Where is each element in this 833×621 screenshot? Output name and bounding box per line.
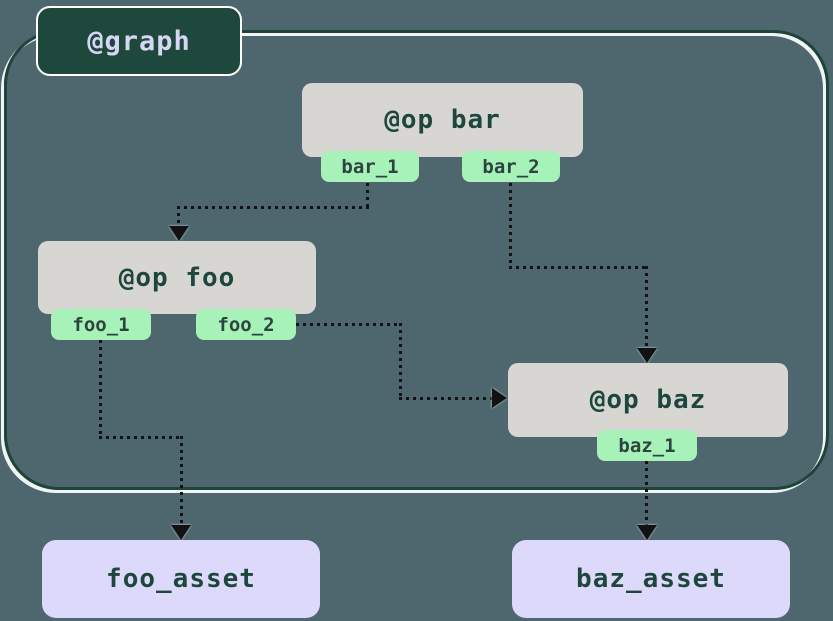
op-title-bar: @op bar bbox=[384, 105, 501, 135]
output-tag-foo-2[interactable]: foo_2 bbox=[196, 309, 296, 340]
output-tag-bar-2[interactable]: bar_2 bbox=[462, 151, 560, 182]
edge-foo1-fooasset-seg1 bbox=[99, 340, 102, 439]
edge-bar1-foo-seg3 bbox=[177, 206, 180, 228]
edge-foo2-baz-seg2 bbox=[399, 323, 402, 400]
graph-label[interactable]: @graph bbox=[36, 6, 242, 76]
edge-bar1-foo-seg1 bbox=[366, 183, 369, 209]
edge-foo1-fooasset-seg3 bbox=[180, 436, 183, 526]
edge-foo2-baz-seg3 bbox=[399, 397, 493, 400]
arrowhead-baz1-bazasset bbox=[637, 525, 657, 540]
op-node-foo[interactable]: @op foo bbox=[38, 241, 316, 314]
edge-foo1-fooasset-seg2 bbox=[99, 436, 183, 439]
op-title-foo: @op foo bbox=[118, 262, 236, 293]
asset-node-foo-asset[interactable]: foo_asset bbox=[42, 540, 320, 618]
output-tag-bar-1[interactable]: bar_1 bbox=[321, 151, 419, 182]
edge-bar2-baz-seg2 bbox=[509, 266, 648, 269]
asset-node-baz-asset[interactable]: baz_asset bbox=[512, 540, 790, 618]
op-node-baz[interactable]: @op baz bbox=[508, 363, 788, 437]
arrowhead-bar2-baz bbox=[637, 348, 657, 363]
output-tag-baz-1[interactable]: baz_1 bbox=[597, 430, 697, 461]
op-node-bar[interactable]: @op bar bbox=[302, 83, 583, 157]
arrowhead-bar1-foo bbox=[169, 226, 189, 241]
edge-foo2-baz-seg1 bbox=[296, 323, 402, 326]
edge-baz1-bazasset-seg1 bbox=[645, 461, 648, 526]
edge-bar2-baz-seg1 bbox=[509, 183, 512, 269]
arrowhead-foo2-baz bbox=[492, 388, 507, 408]
op-title-baz: @op baz bbox=[589, 385, 707, 415]
output-tag-foo-1[interactable]: foo_1 bbox=[51, 309, 151, 340]
graph-boundary bbox=[4, 30, 829, 490]
edge-bar1-foo-seg2 bbox=[177, 206, 369, 209]
edge-bar2-baz-seg3 bbox=[645, 266, 648, 350]
arrowhead-foo1-fooasset bbox=[171, 525, 191, 540]
